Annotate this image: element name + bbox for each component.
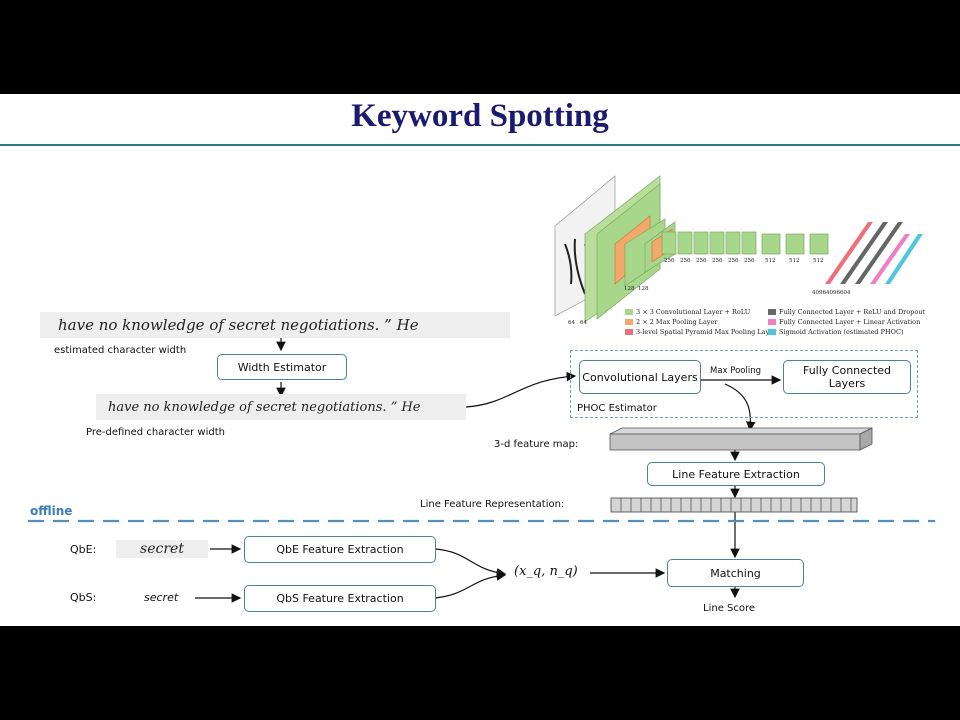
caption-predefined-width: Pre-defined character width	[86, 427, 225, 438]
cnn-dim-label: 256	[712, 258, 723, 264]
legend-swatch	[768, 329, 776, 335]
phoc-estimator-group	[570, 350, 918, 418]
qbs-feature-extraction-box: QbS Feature Extraction	[244, 585, 436, 612]
cnn-dim-label: 4096	[812, 290, 826, 296]
line-feature-extraction-box: Line Feature Extraction	[647, 462, 825, 486]
slide-title: Keyword Spotting	[351, 98, 609, 134]
qbe-feature-extraction-box: QbE Feature Extraction	[244, 536, 436, 563]
cnn-dim-label: 512	[789, 258, 800, 264]
legend-swatch	[768, 309, 776, 315]
caption-estimated-width: estimated character width	[54, 345, 187, 356]
cnn-dim-label: 4096	[826, 290, 840, 296]
cnn-dim-label: 256	[680, 258, 691, 264]
connector-layer	[28, 175, 935, 603]
offline-label: offline	[30, 504, 73, 518]
line-feature-cells	[610, 497, 858, 513]
qbs-label: QbS:	[70, 591, 97, 604]
legend-swatch	[768, 319, 776, 325]
cnn-dim-label: 256	[728, 258, 739, 264]
cnn-dim-label: 64	[568, 320, 575, 326]
cnn-dim-label: 604	[840, 290, 851, 296]
cnn-dim-label: 256	[696, 258, 707, 264]
cnn-dim-label: 128	[624, 286, 635, 292]
legend-item-sigmoid: Sigmoid Activation (estimated PHOC)	[768, 328, 904, 336]
query-representation: (x_q, n_q)	[514, 564, 578, 579]
legend-swatch	[625, 319, 633, 325]
cnn-dim-label: 256	[664, 258, 675, 264]
cnn-architecture-illustration	[554, 175, 923, 323]
handwritten-line-estimated: have no knowledge of secret negotiations…	[40, 312, 510, 338]
convolutional-layers-box: Convolutional Layers	[579, 360, 701, 394]
feature-map-label: 3-d feature map:	[494, 439, 579, 450]
legend-item-spp: 3-level Spatial Pyramid Max Pooling Laye…	[625, 328, 776, 336]
cnn-dim-label: 256	[744, 258, 755, 264]
qbe-label: QbE:	[70, 543, 97, 556]
qbs-typed-word: secret	[144, 591, 179, 604]
legend-item-fc-relu: Fully Connected Layer + ReLU and Dropout	[768, 308, 925, 316]
fully-connected-layers-box: Fully Connected Layers	[783, 360, 911, 394]
legend-swatch	[625, 309, 633, 315]
title-divider	[0, 144, 960, 146]
legend-item-maxpool: 2 × 2 Max Pooling Layer	[625, 318, 718, 326]
line-feature-representation-label: Line Feature Representation:	[420, 499, 565, 510]
cnn-dim-label: 64	[580, 320, 587, 326]
line-score-label: Line Score	[703, 603, 756, 614]
width-estimator-box: Width Estimator	[217, 354, 347, 380]
legend-swatch	[625, 329, 633, 335]
qbe-handwritten-word: secret	[116, 540, 208, 558]
slide: Keyword Spotting	[0, 94, 960, 626]
cnn-dim-label: 512	[813, 258, 824, 264]
handwritten-line-predefined: have no knowledge of secret negotiations…	[96, 394, 466, 420]
phoc-estimator-label: PHOC Estimator	[577, 403, 657, 414]
legend-item-conv: 3 × 3 Convolutional Layer + ReLU	[625, 308, 750, 316]
cnn-dim-label: 128	[638, 286, 649, 292]
legend-item-fc-linear: Fully Connected Layer + Linear Activatio…	[768, 318, 920, 326]
matching-box: Matching	[667, 559, 804, 587]
max-pooling-label: Max Pooling	[710, 366, 762, 376]
cnn-dim-label: 512	[765, 258, 776, 264]
